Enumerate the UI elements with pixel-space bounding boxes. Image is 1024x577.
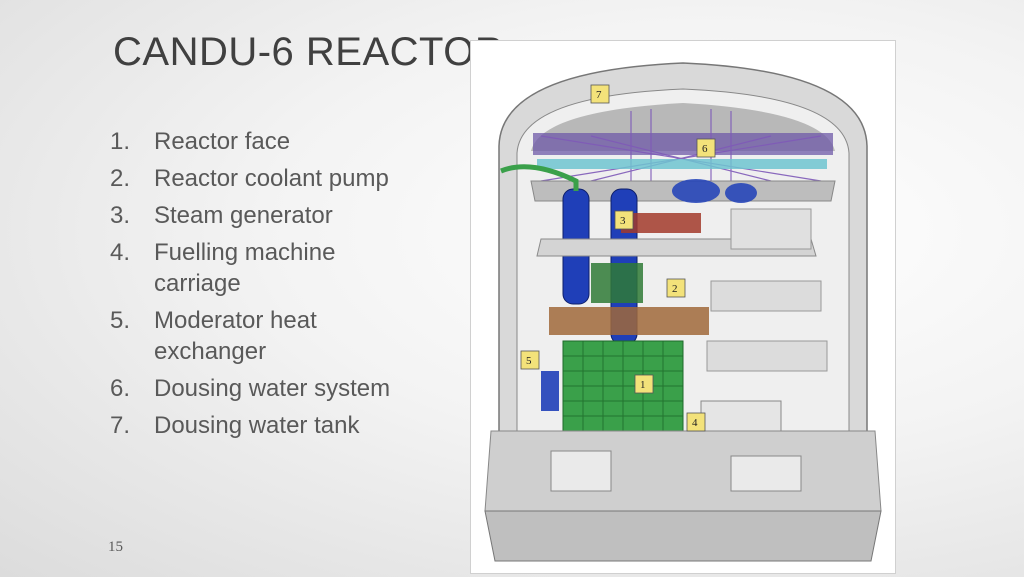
right-platform-2 — [706, 340, 828, 372]
list-item-text: Fuelling machine carriage — [154, 239, 336, 297]
slide-title: CANDU-6 REACTOR — [113, 30, 505, 74]
callout-2-label: 2 — [672, 283, 678, 295]
reactor-cutaway-drawing: 7 6 3 2 5 1 4 — [484, 62, 882, 562]
callout-5-label: 5 — [526, 355, 532, 367]
list-item-text: Steam generator — [154, 202, 333, 229]
callout-6-label: 6 — [702, 143, 708, 155]
callout-5: 5 — [520, 350, 540, 370]
list-item-text: Dousing water tank — [154, 412, 360, 439]
reactor-header — [621, 213, 701, 233]
list-item: 7. Dousing water tank — [110, 410, 454, 441]
callout-4: 4 — [686, 412, 706, 432]
callout-1: 1 — [634, 374, 654, 394]
callout-1-label: 1 — [640, 379, 646, 391]
dousing-spray-header — [537, 159, 827, 169]
list-item-number: 5. — [110, 307, 131, 334]
fuelling-carriage — [700, 400, 782, 432]
list-item-number: 4. — [110, 239, 131, 266]
coolant-pump — [591, 263, 643, 303]
list-item: 6. Dousing water system — [110, 373, 454, 404]
callout-4-label: 4 — [692, 417, 698, 429]
right-platform-1 — [710, 280, 822, 312]
callout-3: 3 — [614, 210, 634, 230]
foundation — [484, 510, 882, 562]
list-item-number: 1. — [110, 128, 131, 155]
list-item: 1. Reactor face — [110, 126, 454, 157]
list-item: 3. Steam generator — [110, 200, 454, 231]
dousing-tank — [533, 133, 833, 155]
callout-2: 2 — [666, 278, 686, 298]
list-item-text: Dousing water system — [154, 375, 391, 402]
list-item: 5. Moderator heat exchanger — [110, 305, 454, 367]
basement — [484, 430, 882, 512]
steam-pipe — [500, 164, 579, 191]
steam-drum-right — [725, 183, 757, 203]
callout-3-label: 3 — [620, 215, 626, 227]
list-item: 4. Fuelling machine carriage — [110, 237, 454, 299]
heat-exchanger — [541, 371, 559, 411]
list-item-number: 2. — [110, 165, 131, 192]
list-item-number: 7. — [110, 412, 131, 439]
callout-7-label: 7 — [596, 89, 602, 101]
list-item-text: Moderator heat exchanger — [154, 307, 317, 365]
list-item-number: 3. — [110, 202, 131, 229]
list-item-text: Reactor face — [154, 128, 291, 155]
brown-frame — [549, 307, 709, 335]
right-structure — [730, 208, 812, 250]
slide-number: 15 — [108, 539, 123, 555]
list-item-number: 6. — [110, 375, 131, 402]
component-list: 1. Reactor face 2. Reactor coolant pump 3.… — [110, 126, 454, 447]
steam-drum — [672, 179, 720, 203]
callout-7: 7 — [590, 84, 610, 104]
reactor-cutaway-figure: 7 6 3 2 5 1 4 — [470, 40, 896, 574]
basement-opening — [730, 455, 802, 492]
list-item-text: Reactor coolant pump — [154, 165, 389, 192]
basement-opening — [550, 450, 612, 492]
reactor-face-grid — [563, 341, 683, 431]
callout-6: 6 — [696, 138, 716, 158]
list-item: 2. Reactor coolant pump — [110, 163, 454, 194]
